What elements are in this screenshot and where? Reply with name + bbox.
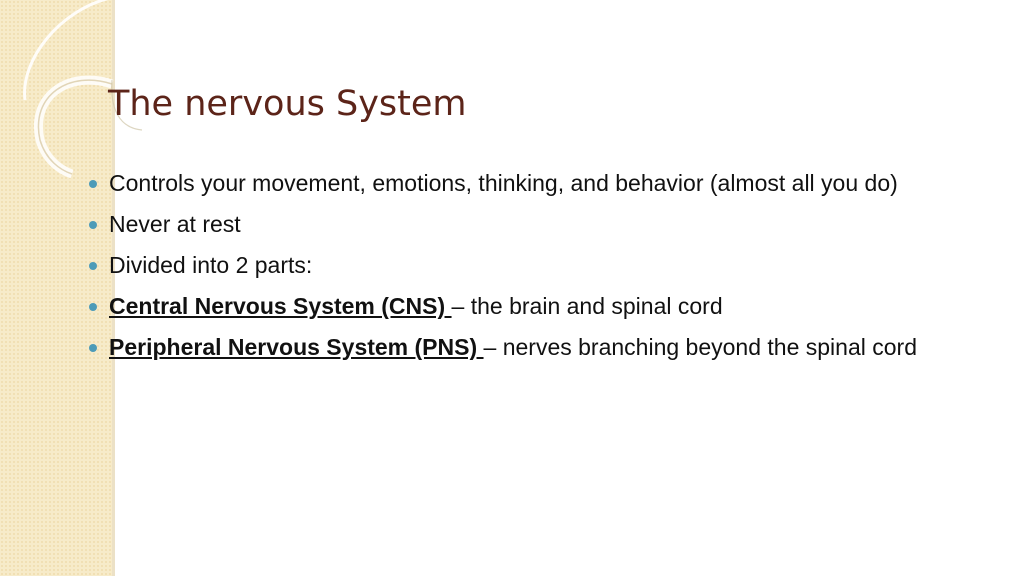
decorative-swirl (23, 0, 143, 179)
side-strip-edge (112, 0, 115, 576)
bullet-term-pns: Peripheral Nervous System (PNS) (109, 334, 484, 360)
bullet-text: Controls your movement, emotions, thinki… (109, 170, 898, 196)
bullet-term-cns: Central Nervous System (CNS) (109, 293, 452, 319)
bullet-list: Controls your movement, emotions, thinki… (88, 166, 938, 371)
bullet-text: – the brain and spinal cord (451, 293, 723, 319)
bullet-item: Central Nervous System (CNS) – the brain… (88, 289, 938, 324)
bullet-item: Controls your movement, emotions, thinki… (88, 166, 938, 201)
bullet-text: Never at rest (109, 211, 241, 237)
bullet-text: – nerves branching beyond the spinal cor… (483, 334, 917, 360)
bullet-dot-icon (89, 344, 97, 352)
bullet-dot-icon (89, 303, 97, 311)
bullet-item: Peripheral Nervous System (PNS) – nerves… (88, 330, 938, 365)
bullet-item: Divided into 2 parts: (88, 248, 938, 283)
bullet-dot-icon (89, 262, 97, 270)
bullet-dot-icon (89, 221, 97, 229)
bullet-dot-icon (89, 180, 97, 188)
bullet-text: Divided into 2 parts: (109, 252, 313, 278)
slide-title: The nervous System (108, 84, 467, 124)
bullet-item: Never at rest (88, 207, 938, 242)
